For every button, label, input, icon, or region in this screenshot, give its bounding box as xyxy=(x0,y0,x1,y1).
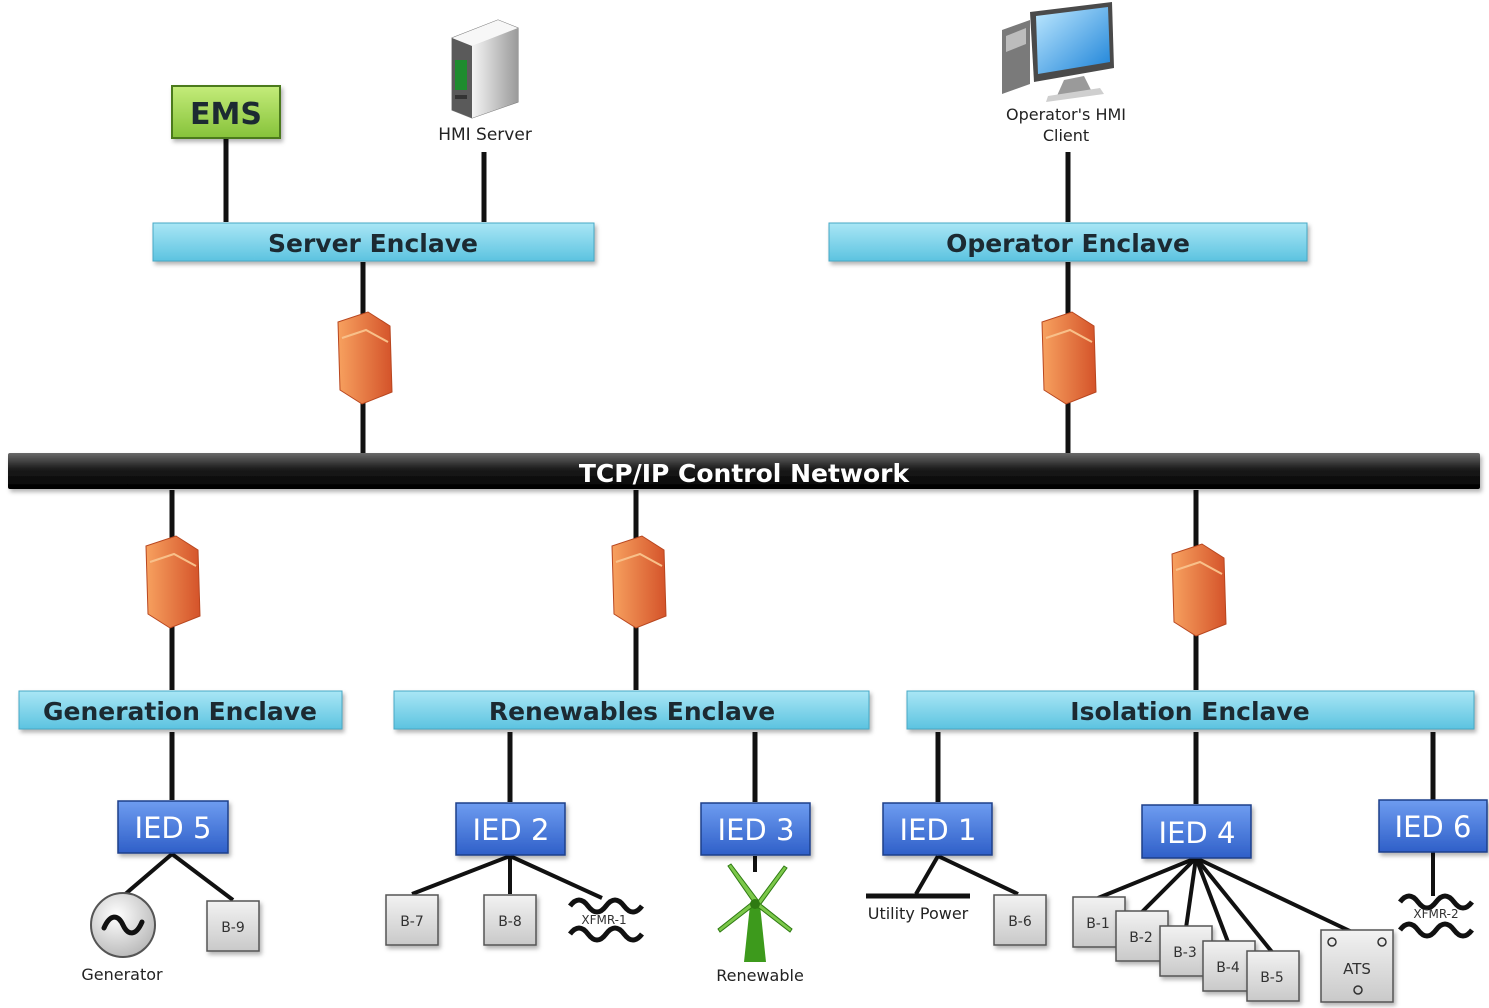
firewall-icon xyxy=(145,535,201,629)
operator-enclave: Operator Enclave xyxy=(828,222,1308,262)
transformer-icon xyxy=(1398,893,1474,939)
ied-5: IED 5 xyxy=(117,800,229,854)
ied-6-label: IED 6 xyxy=(1395,810,1472,844)
hmi-client-node: Operator's HMI Client xyxy=(1002,2,1126,145)
renewables-enclave-label: Renewables Enclave xyxy=(489,697,775,726)
ied-4-label: IED 4 xyxy=(1159,816,1236,850)
firewall-icon xyxy=(337,311,393,405)
b3-label: B-3 xyxy=(1173,945,1197,961)
ied-6: IED 6 xyxy=(1378,799,1488,853)
network-label: TCP/IP Control Network xyxy=(579,459,911,488)
renewables-enclave: Renewables Enclave xyxy=(393,690,870,730)
xfmr1-label: XFMR-1 xyxy=(581,913,626,927)
transformer-xfmr2: XFMR-2 xyxy=(1398,893,1474,939)
ied-1-label: IED 1 xyxy=(900,813,977,847)
generation-enclave: Generation Enclave xyxy=(18,690,343,730)
ied-4: IED 4 xyxy=(1141,804,1252,859)
server-enclave-label: Server Enclave xyxy=(268,229,478,258)
operator-enclave-label: Operator Enclave xyxy=(946,229,1190,258)
b6-label: B-6 xyxy=(1008,914,1032,930)
hmi-server-node: HMI Server xyxy=(438,19,532,145)
firewall-icon xyxy=(1171,543,1227,637)
b2-label: B-2 xyxy=(1129,930,1153,946)
generation-enclave-label: Generation Enclave xyxy=(43,697,317,726)
generator: Generator xyxy=(81,892,163,984)
isolation-enclave: Isolation Enclave xyxy=(906,690,1475,730)
ied-2-label: IED 2 xyxy=(473,813,550,847)
b5-label: B-5 xyxy=(1260,970,1284,986)
ats-label: ATS xyxy=(1343,960,1371,978)
firewall-icon xyxy=(1041,311,1097,405)
breaker-b7: B-7 xyxy=(385,894,439,946)
server-enclave: Server Enclave xyxy=(152,222,595,262)
tcp-ip-control-network: TCP/IP Control Network xyxy=(8,453,1480,489)
hmi-client-label-line1: Operator's HMI xyxy=(1006,105,1126,124)
utility-power-label: Utility Power xyxy=(868,904,969,923)
ats-switch: ATS xyxy=(1320,929,1394,1003)
ied-3: IED 3 xyxy=(700,802,811,856)
firewall-icon xyxy=(611,535,667,629)
breaker-b8: B-8 xyxy=(483,894,537,946)
breaker-b9: B-9 xyxy=(206,900,260,952)
b7-label: B-7 xyxy=(400,914,424,930)
ied-5-label: IED 5 xyxy=(135,811,212,845)
hmi-server-label: HMI Server xyxy=(438,125,532,145)
isolation-enclave-label: Isolation Enclave xyxy=(1070,697,1309,726)
utility-power: Utility Power xyxy=(866,893,970,923)
wind-turbine-icon xyxy=(717,863,793,962)
hmi-client-label-line2: Client xyxy=(1043,126,1089,145)
b8-label: B-8 xyxy=(498,914,522,930)
workstation-icon xyxy=(1002,2,1114,102)
ied-3-label: IED 3 xyxy=(718,813,795,847)
transformer-icon xyxy=(568,897,644,943)
xfmr2-label: XFMR-2 xyxy=(1413,907,1458,921)
generator-label: Generator xyxy=(81,965,163,984)
b9-label: B-9 xyxy=(221,920,245,936)
transformer-xfmr1: XFMR-1 xyxy=(568,897,644,943)
ied-1: IED 1 xyxy=(882,802,993,856)
renewable-label: Renewable xyxy=(716,966,804,985)
breaker-b6: B-6 xyxy=(993,894,1047,946)
ems-node: EMS xyxy=(171,85,281,139)
breaker-b5: B-5 xyxy=(1246,950,1300,1002)
ied-2: IED 2 xyxy=(455,802,566,856)
b4-label: B-4 xyxy=(1216,960,1240,976)
b1-label: B-1 xyxy=(1086,916,1110,932)
renewable: Renewable xyxy=(716,863,804,985)
server-icon xyxy=(451,19,519,119)
ems-label: EMS xyxy=(190,97,262,132)
